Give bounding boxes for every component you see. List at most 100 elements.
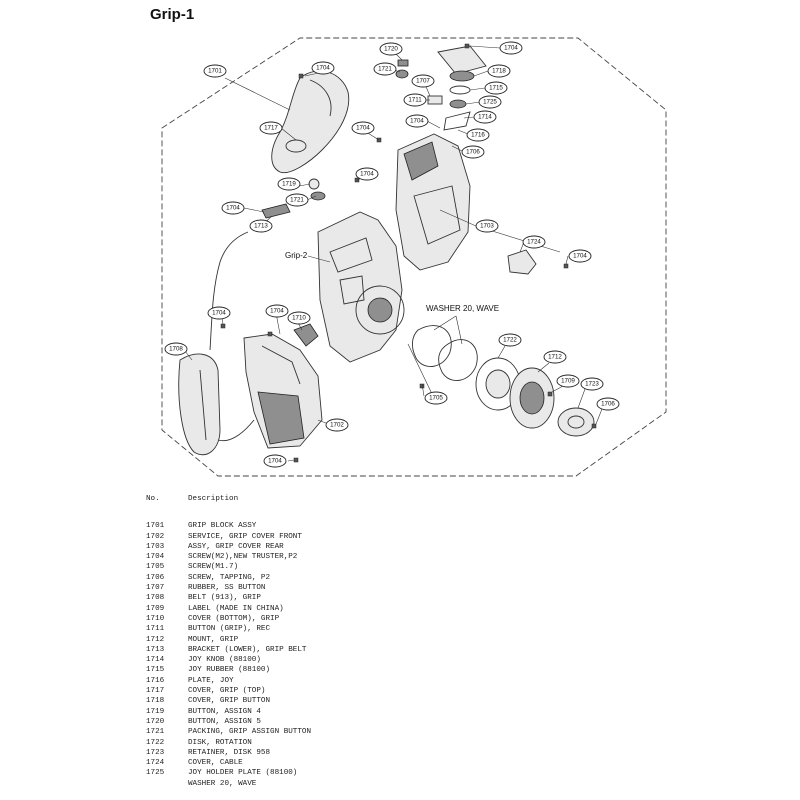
part-number: 1718 <box>146 697 165 706</box>
part-description: BUTTON, ASSIGN 5 <box>188 717 261 726</box>
assembly-boundary <box>161 37 667 477</box>
table-row: 1722 DISK, ROTATION <box>146 738 476 748</box>
part-number: 1721 <box>146 728 165 737</box>
part-description: SCREW(M1.7) <box>188 563 239 572</box>
part-number: 1725 <box>146 769 165 778</box>
callout-1707: 1707 <box>411 74 435 88</box>
callout-1704-text: 1704 <box>356 125 370 132</box>
callout-1715-text: 1715 <box>489 85 503 92</box>
page-title: Grip-1 <box>150 6 195 23</box>
washer-label: WASHER 20, WAVE <box>426 304 499 313</box>
callout-1710: 1710 <box>287 311 311 325</box>
callout-1709: 1709 <box>556 374 580 388</box>
callout-1711-text: 1711 <box>408 97 422 104</box>
table-row: 1713 BRACKET (LOWER), GRIP BELT <box>146 645 476 655</box>
part-description: LABEL (MADE IN CHINA) <box>188 604 284 613</box>
part-number: 1719 <box>146 707 165 716</box>
part-number: 1708 <box>146 594 165 603</box>
callout-1703-text: 1703 <box>480 223 494 230</box>
part-number: 1712 <box>146 635 165 644</box>
callout-1704: 1704 <box>499 41 523 55</box>
grip-mount-part <box>509 367 555 429</box>
callout-1713: 1713 <box>249 219 273 233</box>
callout-1708-text: 1708 <box>169 346 183 353</box>
callout-1705-text: 1705 <box>429 395 443 402</box>
callout-1721: 1721 <box>285 193 309 207</box>
callout-1704: 1704 <box>405 114 429 128</box>
callout-1704-text: 1704 <box>410 118 424 125</box>
part-description: BUTTON (GRIP), REC <box>188 625 271 634</box>
part-description: COVER, GRIP (TOP) <box>188 687 266 696</box>
callout-1706: 1706 <box>461 145 485 159</box>
part-description: PLATE, JOY <box>188 676 234 685</box>
callout-1722: 1722 <box>498 333 522 347</box>
callout-1716-text: 1716 <box>471 132 485 139</box>
callout-1706: 1706 <box>596 397 620 411</box>
part-description: SCREW(M2),NEW TRUSTER,P2 <box>188 553 298 562</box>
part-description: DISK, ROTATION <box>188 738 252 747</box>
table-row: 1703 ASSY, GRIP COVER REAR <box>146 542 476 552</box>
callout-1721-text: 1721 <box>290 197 304 204</box>
callout-1703: 1703 <box>475 219 499 233</box>
part-number: 1703 <box>146 542 165 551</box>
callout-1704-text: 1704 <box>316 65 330 72</box>
callout-1704-text: 1704 <box>504 45 518 52</box>
callout-1709-text: 1709 <box>561 378 575 385</box>
part-number: 1702 <box>146 532 165 541</box>
part-description: MOUNT, GRIP <box>188 635 239 644</box>
grip-block-part <box>317 211 405 363</box>
callout-1704: 1704 <box>207 306 231 320</box>
callout-1723-text: 1723 <box>585 381 599 388</box>
callout-1704: 1704 <box>265 304 289 318</box>
callout-1715: 1715 <box>484 81 508 95</box>
callout-1721: 1721 <box>373 62 397 76</box>
callout-1701: 1701 <box>203 64 227 78</box>
callout-1714: 1714 <box>473 110 497 124</box>
part-description: ASSY, GRIP COVER REAR <box>188 542 284 551</box>
table-row: 1724 COVER, CABLE <box>146 758 476 768</box>
callout-1713-text: 1713 <box>254 223 268 230</box>
callout-1702-text: 1702 <box>330 422 344 429</box>
callout-1704-text: 1704 <box>360 171 374 178</box>
callout-1725: 1725 <box>478 95 502 109</box>
exploded-parts-diagram: Grip-2 WASHER 20, WAVE 1701 1717 1704 17… <box>161 37 667 477</box>
part-number: 1709 <box>146 604 165 613</box>
callout-1724-text: 1724 <box>527 239 541 246</box>
callout-1712-text: 1712 <box>548 354 562 361</box>
part-number: 1707 <box>146 584 165 593</box>
part-number: 1717 <box>146 687 165 696</box>
part-number: 1724 <box>146 759 165 768</box>
grip-belt-part <box>178 231 255 456</box>
rec-button-part <box>427 95 443 105</box>
callout-1704-text: 1704 <box>573 253 587 260</box>
part-number: 1701 <box>146 522 165 531</box>
callout-1718: 1718 <box>487 64 511 78</box>
grip-cover-rear-part <box>395 133 471 271</box>
part-description: BRACKET (LOWER), GRIP BELT <box>188 645 307 654</box>
assign-5-button-part <box>397 59 409 67</box>
part-description: COVER, CABLE <box>188 759 243 768</box>
grip-top-cover-part <box>271 70 350 174</box>
callout-1725-text: 1725 <box>483 99 497 106</box>
belt-bracket-part <box>261 203 291 219</box>
callout-1716: 1716 <box>466 128 490 142</box>
callout-1711: 1711 <box>403 93 427 107</box>
callout-1712: 1712 <box>543 350 567 364</box>
table-row: WASHER 20, WAVE <box>146 779 476 789</box>
part-number: 1713 <box>146 645 165 654</box>
callout-1706-text: 1706 <box>466 149 480 156</box>
packing-part <box>310 191 326 201</box>
part-number: 1722 <box>146 738 165 747</box>
